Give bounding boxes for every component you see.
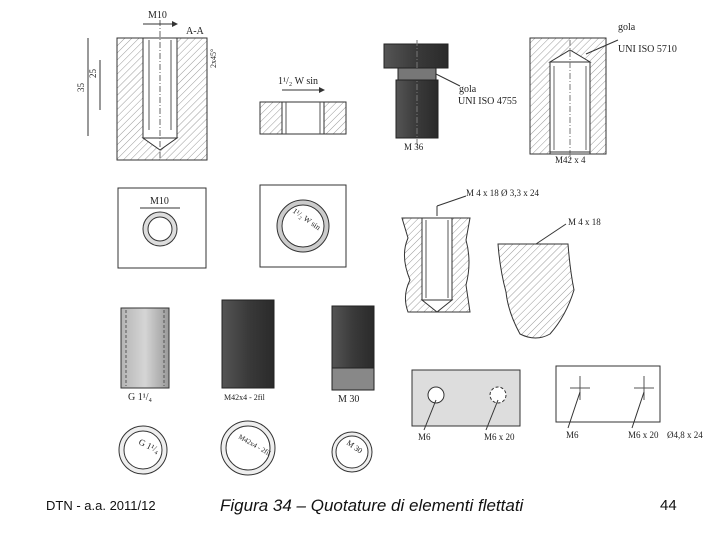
cylinder-m30: M 30 bbox=[331, 305, 375, 405]
label-m42x4: M42 x 4 bbox=[555, 155, 586, 165]
label-uni-4755: UNI ISO 4755 bbox=[458, 96, 517, 107]
label-m6-a: M6 bbox=[418, 432, 431, 442]
label-m6x20-b: M6 x 20 bbox=[628, 430, 659, 440]
plan-m10: M10 bbox=[117, 187, 207, 269]
label-gola-2: gola bbox=[618, 22, 636, 33]
label-m10-top: M10 bbox=[148, 10, 167, 21]
label-whitworth: 1¹/₂ W sin bbox=[278, 76, 318, 87]
label-m10-mid: M10 bbox=[150, 196, 169, 207]
whitworth-section: 1¹/₂ W sin bbox=[259, 76, 347, 135]
end-view-g114: G 1¹/₄ bbox=[118, 425, 168, 475]
label-gola-1: gola bbox=[459, 84, 477, 95]
cylinder-m42: M42x4 - 2fil bbox=[221, 299, 275, 402]
label-dim-25: 25 bbox=[88, 69, 98, 79]
section-m4-b: M 4 x 18 bbox=[497, 217, 601, 339]
label-m30: M 30 bbox=[338, 394, 359, 405]
footer-course: DTN - a.a. 2011/12 bbox=[46, 498, 156, 513]
label-m4x18-b: M 4 x 18 bbox=[568, 217, 601, 227]
plate-m6-a: M6 M6 x 20 bbox=[411, 369, 521, 442]
page-number: 44 bbox=[660, 497, 677, 514]
label-dim-35: 35 bbox=[76, 83, 86, 93]
label-uni-5710: UNI ISO 5710 bbox=[618, 44, 677, 55]
end-view-m30: M 30 bbox=[331, 431, 373, 473]
plate-m6-b: M6 M6 x 20 Ø4,8 x 24 bbox=[555, 365, 703, 440]
figure-caption: Figura 34 – Quotature di elementi fletta… bbox=[220, 496, 524, 515]
label-g114: G 1¹/₄ bbox=[128, 392, 152, 403]
section-m4-a: M 4 x 18 Ø 3,3 x 24 bbox=[401, 188, 540, 313]
label-m6-b: M6 bbox=[566, 430, 579, 440]
cylinder-g114: G 1¹/₄ bbox=[120, 307, 170, 403]
section-aa-block: M10 A-A 2x45° 35 25 bbox=[76, 10, 218, 161]
label-d48: Ø4,8 x 24 bbox=[667, 430, 703, 440]
label-section-aa: A-A bbox=[186, 26, 205, 37]
label-m6x20-a: M6 x 20 bbox=[484, 432, 515, 442]
plan-whitworth: 1¹/₂ W sin bbox=[259, 184, 347, 268]
label-m4x18-a: M 4 x 18 Ø 3,3 x 24 bbox=[466, 188, 540, 198]
label-m36: M 36 bbox=[404, 142, 424, 152]
label-m42x4-2fil: M42x4 - 2fil bbox=[224, 393, 266, 402]
section-m42: gola UNI ISO 5710 M42 x 4 bbox=[529, 22, 677, 165]
label-chamfer: 2x45° bbox=[209, 49, 218, 68]
bolt-m36: gola UNI ISO 4755 M 36 bbox=[383, 40, 517, 152]
end-view-m42: M42x4 - 2fil bbox=[220, 420, 276, 476]
